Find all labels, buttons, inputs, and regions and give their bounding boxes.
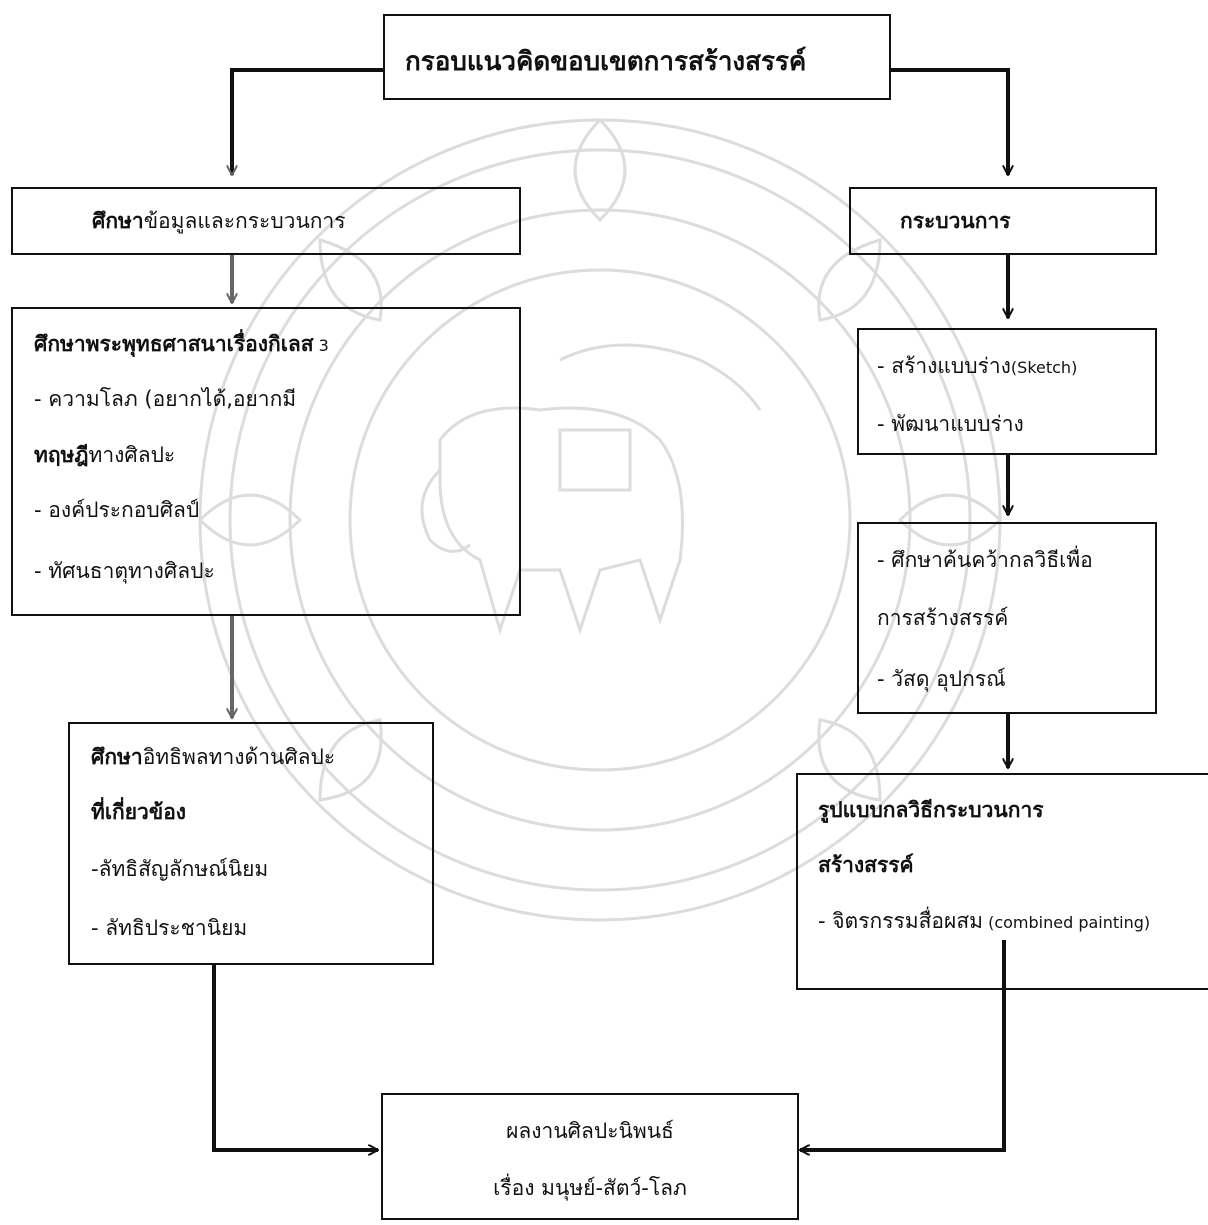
method-line-3: - จิตรกรรมสื่อผสม (combined painting) (818, 911, 1150, 932)
left-header-normal: ข้อมูลและกระบวนการ (143, 209, 346, 233)
left-header-text: ศึกษาข้อมูลและกระบวนการ (92, 211, 346, 232)
right-research-box: - ศึกษาค้นคว้ากลวิธีเพื่อ การสร้างสรรค์ … (857, 522, 1157, 714)
study-line-5: - ทัศนธาตุทางศิลปะ (34, 559, 215, 583)
sketch-line-1-text: - สร้างแบบร่าง (877, 354, 1011, 378)
title-text: กรอบแนวคิดขอบเขตการสร้างสรรค์ (405, 47, 807, 77)
method-line-3-small: (combined painting) (983, 913, 1151, 932)
study-line-1-number: 3 (313, 336, 329, 355)
result-box: ผลงานศิลปะนิพนธ์ เรื่อง มนุษย์-สัตว์-โลภ (381, 1093, 799, 1220)
influence-line-2: ที่เกี่ยวข้อง (91, 800, 187, 824)
left-header-box: ศึกษาข้อมูลและกระบวนการ (11, 187, 521, 255)
study-line-1: ศึกษาพระพุทธศาสนาเรื่องกิเลส 3 (34, 334, 329, 355)
sketch-line-1: - สร้างแบบร่าง(Sketch) (877, 356, 1077, 377)
method-line-1: รูปแบบกลวิธีกระบวนการ (818, 798, 1044, 822)
influence-line-4: - ลัทธิประชานิยม (91, 916, 248, 940)
influence-line-3: -ลัทธิสัญลักษณ์นิยม (91, 857, 269, 881)
right-method-box: รูปแบบกลวิธีกระบวนการ สร้างสรรค์ - จิตรก… (796, 773, 1208, 990)
arrow-method-to-result (800, 940, 1006, 1150)
sketch-line-2: - พัฒนาแบบร่าง (877, 412, 1024, 436)
study-line-1-bold: ศึกษาพระพุทธศาสนาเรื่องกิเลส (34, 332, 314, 356)
study-line-2: - ความโลภ (อยากได้,อยากมี (34, 387, 297, 411)
arrow-title-to-right (890, 68, 1008, 175)
research-line-1: - ศึกษาค้นคว้ากลวิธีเพื่อ (877, 548, 1093, 572)
right-header-text: กระบวนการ (900, 209, 1011, 233)
right-sketch-box: - สร้างแบบร่าง(Sketch) - พัฒนาแบบร่าง (857, 328, 1157, 455)
left-influence-box: ศึกษาอิทธิพลทางด้านศิลปะ ที่เกี่ยวข้อง -… (68, 722, 434, 965)
research-line-3: - วัสดุ อุปกรณ์ (877, 667, 1006, 691)
left-header-bold: ศึกษา (92, 209, 144, 233)
sketch-line-1-small: (Sketch) (1010, 358, 1078, 377)
study-line-3-normal: ทางศิลปะ (88, 443, 176, 467)
research-line-2: การสร้างสรรค์ (877, 606, 1009, 630)
left-study-box: ศึกษาพระพุทธศาสนาเรื่องกิเลส 3 - ความโลภ… (11, 307, 521, 616)
result-line-1: ผลงานศิลปะนิพนธ์ (506, 1119, 674, 1143)
influence-line-1-normal: อิทธิพลทางด้านศิลปะ (142, 745, 336, 769)
method-line-3-text: - จิตรกรรมสื่อผสม (818, 909, 983, 933)
arrow-title-to-left (232, 68, 384, 175)
title-box: กรอบแนวคิดขอบเขตการสร้างสรรค์ (383, 14, 891, 100)
influence-line-1: ศึกษาอิทธิพลทางด้านศิลปะ (91, 747, 335, 768)
study-line-4: - องค์ประกอบศิลป์ (34, 498, 200, 522)
study-line-3-bold: ทฤษฎี (34, 443, 89, 467)
influence-line-1-bold: ศึกษา (91, 745, 143, 769)
arrow-influence-to-result (212, 965, 378, 1150)
method-line-2: สร้างสรรค์ (818, 853, 914, 877)
study-line-3: ทฤษฎีทางศิลปะ (34, 445, 175, 466)
right-header-box: กระบวนการ (849, 187, 1157, 255)
result-line-2: เรื่อง มนุษย์-สัตว์-โลภ (493, 1176, 687, 1200)
